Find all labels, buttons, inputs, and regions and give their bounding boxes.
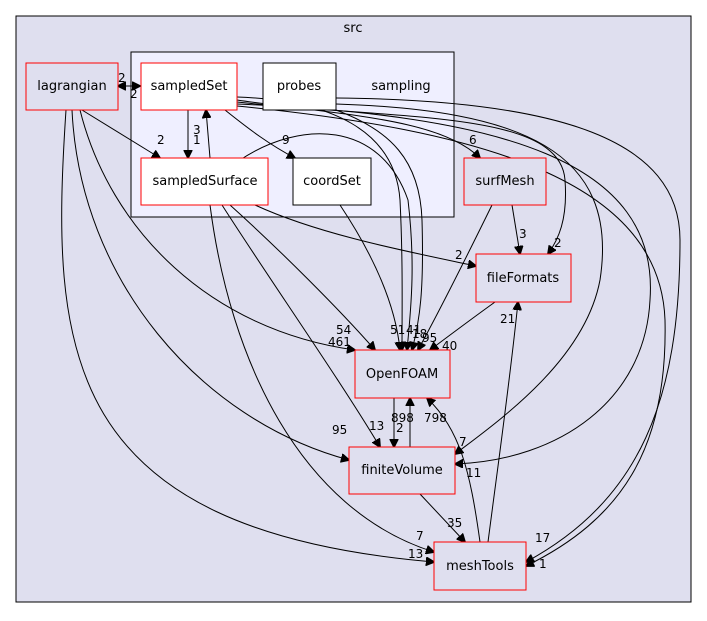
edge-label-sset-ff: 2 [554, 236, 562, 250]
edge-sampledset-meshtools [236, 105, 666, 566]
edge-label-probes-mt: 17 [535, 531, 550, 545]
edge-label-ssurf-sset: 1 [193, 133, 201, 147]
node-meshtools[interactable]: meshTools [433, 541, 527, 591]
edge-label-sset-coord: 9 [282, 133, 290, 147]
edge-sampledsurface-sampledset [206, 110, 210, 159]
edge-sampledset-coordset [224, 109, 295, 158]
edge-sampledset-finitevolume [236, 103, 651, 464]
node-label-probes: probes [277, 79, 322, 94]
node-finitevolume[interactable]: finiteVolume [348, 446, 456, 495]
edge-meshtools-fileformats [487, 302, 518, 543]
node-surfmesh[interactable]: surfMesh [463, 157, 547, 206]
edge-label-lag-sset: 2 [118, 71, 126, 85]
edge-label-surfmesh-openfoam: 95 [422, 331, 437, 345]
node-label-finitevolume: finiteVolume [361, 463, 443, 478]
edge-label-mt-ff: 21 [500, 312, 515, 326]
edge-probes-meshtools [335, 97, 681, 562]
edge-sampling-openfoam [239, 133, 413, 350]
edge-label-sset-surfmesh: 6 [469, 133, 477, 147]
edge-label-lag-ssurf: 2 [157, 133, 165, 147]
edge-sampledsurface-fileformats [254, 204, 476, 266]
node-coordset[interactable]: coordSet [292, 157, 372, 206]
node-openfoam[interactable]: OpenFOAM [354, 349, 451, 399]
node-lagrangian[interactable]: lagrangian [25, 62, 119, 111]
edge-lagrangian-sampledsurface [81, 109, 160, 158]
edge-sampledsurface-openfoam [229, 204, 375, 350]
edge-label-ssurf-ff: 2 [455, 248, 463, 262]
edge-label-coord-openfoam: 51 [390, 323, 405, 337]
edge-label-lag-fv: 95 [332, 423, 347, 437]
node-label-meshtools: meshTools [446, 559, 514, 574]
edge-label-openfoam-fv: 898 [391, 411, 414, 425]
edge-label-ssurf-openfoam: 54 [336, 323, 351, 337]
node-label-lagrangian: lagrangian [37, 79, 106, 94]
edge-label-sset-ssurf: 3 [193, 123, 201, 137]
edge-probes-finitevolume [335, 103, 603, 454]
edge-label-probes-openfoam: 18 [412, 327, 427, 341]
edge-label-sset-fv: 11 [466, 466, 481, 480]
node-label-coordset: coordSet [303, 174, 361, 189]
edges: 2 2 2 461 95 13 3 1 9 6 2 2 54 [61, 71, 681, 571]
edge-label-fv-mt: 35 [447, 516, 462, 530]
edge-surfmesh-openfoam [418, 204, 493, 350]
edge-fileformats-openfoam [430, 301, 496, 350]
node-sampledsurface[interactable]: sampledSurface [140, 157, 269, 206]
node-fileformats[interactable]: fileFormats [475, 253, 572, 303]
edge-label-ssurf-mt: 7 [416, 529, 424, 543]
node-label-sampledsurface: sampledSurface [152, 174, 257, 189]
edge-finitevolume-meshtools [419, 493, 465, 542]
edge-label-lag-mt: 13 [408, 547, 423, 561]
edge-label-ssurf-fv: 13 [369, 419, 384, 433]
edge-label-sset-mt: 1 [539, 557, 547, 571]
edge-label-probes-fv: 7 [459, 435, 467, 449]
edge-label-mt-openfoam: 798 [424, 411, 447, 425]
edge-surfmesh-fileformats [511, 204, 520, 254]
node-label-fileformats: fileFormats [487, 271, 560, 286]
edge-label-sset-lag: 2 [130, 87, 138, 101]
edge-label-fv-openfoam: 2 [396, 421, 404, 435]
sampling-cluster-title: sampling [371, 79, 430, 94]
node-label-sampledset: sampledSet [151, 79, 228, 94]
node-probes[interactable]: probes [262, 62, 337, 111]
src-cluster-title: src [344, 21, 363, 36]
edge-label-lag-openfoam: 461 [328, 335, 351, 349]
node-label-surfmesh: surfMesh [475, 174, 534, 189]
edge-sampledsurface-meshtools [209, 204, 434, 552]
edge-coordset-openfoam [339, 204, 400, 350]
node-label-openfoam: OpenFOAM [366, 367, 438, 382]
edge-label-surfmesh-ff: 3 [519, 227, 527, 241]
node-sampledset[interactable]: sampledSet [140, 62, 238, 111]
edge-sampledsurface-finitevolume [221, 204, 380, 447]
edge-probes-openfoam [335, 109, 424, 350]
edge-lagrangian-meshtools [61, 109, 434, 562]
edge-lagrangian-openfoam [79, 109, 355, 350]
